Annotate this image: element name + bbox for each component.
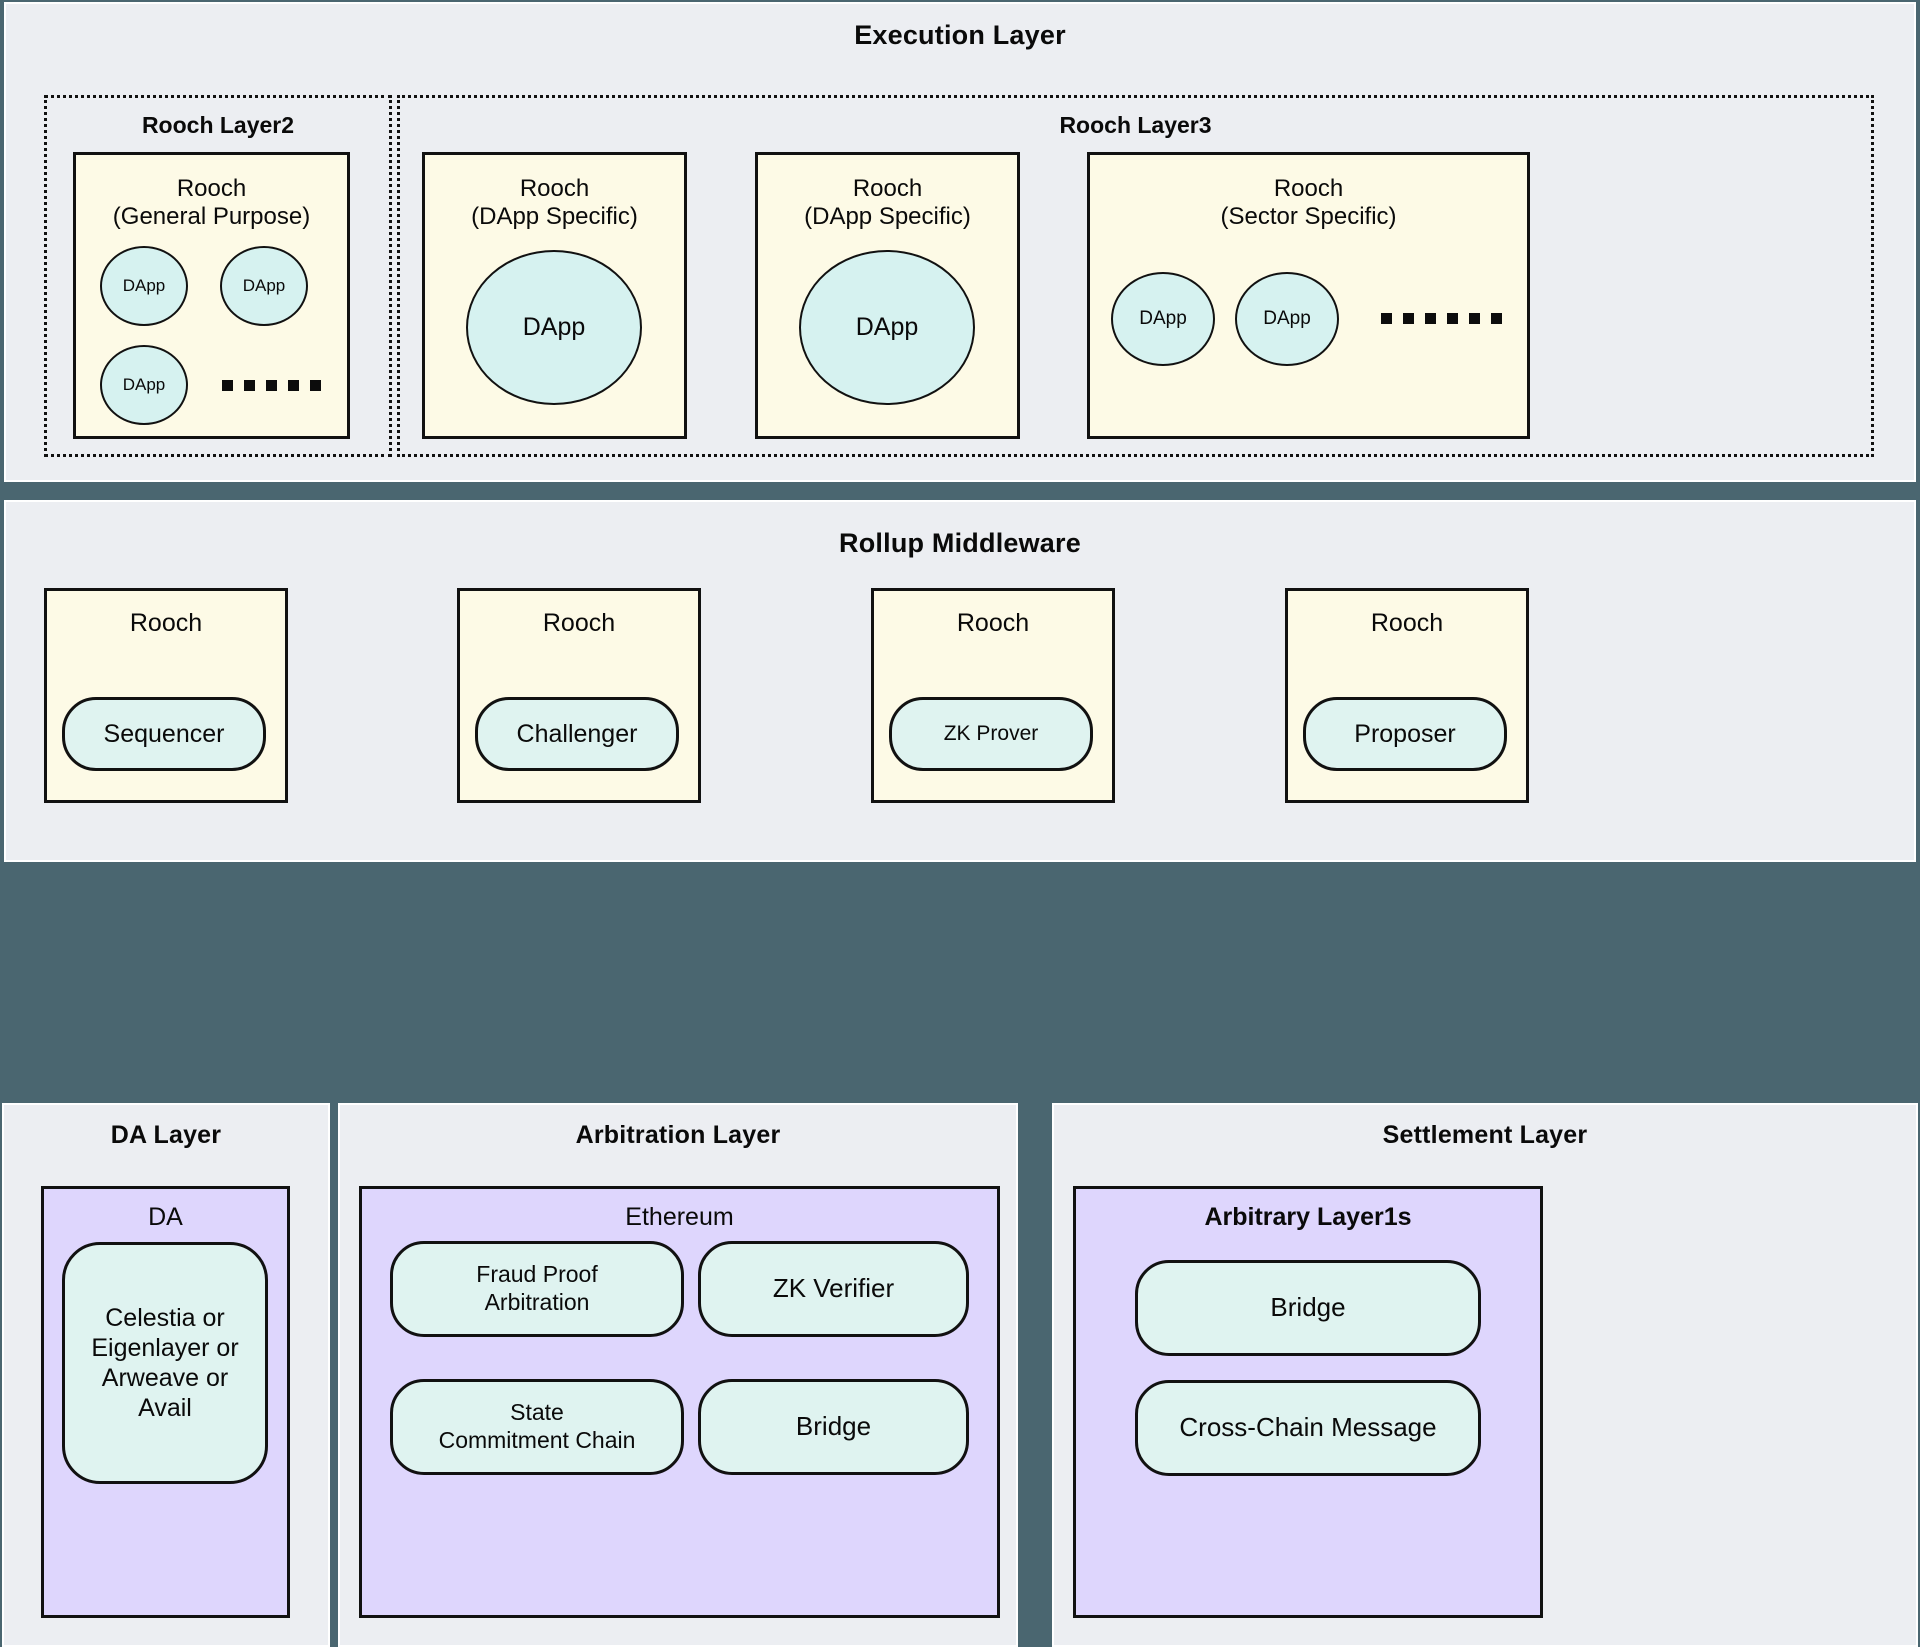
challenger-pill[interactable]: Challenger (475, 697, 679, 771)
rooch-dapp-specific-title-1: Rooch (DApp Specific) (471, 175, 638, 230)
sector-ellipsis-icon (1381, 313, 1502, 324)
zk-verifier-pill[interactable]: ZK Verifier (698, 1241, 969, 1337)
dapp-circle[interactable]: DApp (1111, 272, 1215, 366)
rooch-general-purpose-title: Rooch (General Purpose) (112, 175, 311, 230)
dapp-circle[interactable]: DApp (1235, 272, 1339, 366)
rooch-layer2-group: Rooch Layer2 (44, 95, 392, 457)
execution-layer-title: Execution Layer (854, 20, 1066, 50)
middleware-node-title: Rooch (956, 609, 1030, 637)
layer2-ellipsis-icon (222, 380, 321, 391)
da-provider-pill[interactable]: Celestia or Eigenlayer or Arweave or Ava… (62, 1242, 268, 1484)
bridge-pill[interactable]: Bridge (698, 1379, 969, 1475)
cross-chain-message-pill[interactable]: Cross-Chain Message (1135, 1380, 1481, 1476)
dapp-circle[interactable]: DApp (466, 250, 642, 405)
arbitration-layer-title: Arbitration Layer (575, 1121, 781, 1149)
dapp-circle[interactable]: DApp (220, 246, 308, 326)
rooch-layer2-title: Rooch Layer2 (141, 112, 295, 138)
dapp-circle[interactable]: DApp (100, 246, 188, 326)
dapp-circle[interactable]: DApp (799, 250, 975, 405)
da-chain-label: DA (148, 1203, 183, 1231)
arbitrary-layer1s-label: Arbitrary Layer1s (1204, 1203, 1412, 1231)
rollup-middleware-title: Rollup Middleware (839, 528, 1081, 558)
zk-prover-pill[interactable]: ZK Prover (889, 697, 1093, 771)
middleware-node-title: Rooch (1370, 609, 1444, 637)
proposer-pill[interactable]: Proposer (1303, 697, 1507, 771)
sequencer-pill[interactable]: Sequencer (62, 697, 266, 771)
middleware-node-title: Rooch (542, 609, 616, 637)
settlement-bridge-pill[interactable]: Bridge (1135, 1260, 1481, 1356)
dapp-circle[interactable]: DApp (100, 345, 188, 425)
rooch-sector-specific-title: Rooch (Sector Specific) (1220, 175, 1397, 230)
middleware-node-title: Rooch (129, 609, 203, 637)
ethereum-chain-label: Ethereum (625, 1203, 734, 1231)
state-commitment-chain-pill[interactable]: State Commitment Chain (390, 1379, 684, 1475)
rooch-layer3-title: Rooch Layer3 (1059, 112, 1212, 138)
fraud-proof-arbitration-pill[interactable]: Fraud Proof Arbitration (390, 1241, 684, 1337)
settlement-layer-title: Settlement Layer (1382, 1121, 1588, 1149)
rooch-dapp-specific-title-2: Rooch (DApp Specific) (804, 175, 971, 230)
da-layer-title: DA Layer (110, 1121, 222, 1149)
rooch-layer3-group: Rooch Layer3 (397, 95, 1874, 457)
